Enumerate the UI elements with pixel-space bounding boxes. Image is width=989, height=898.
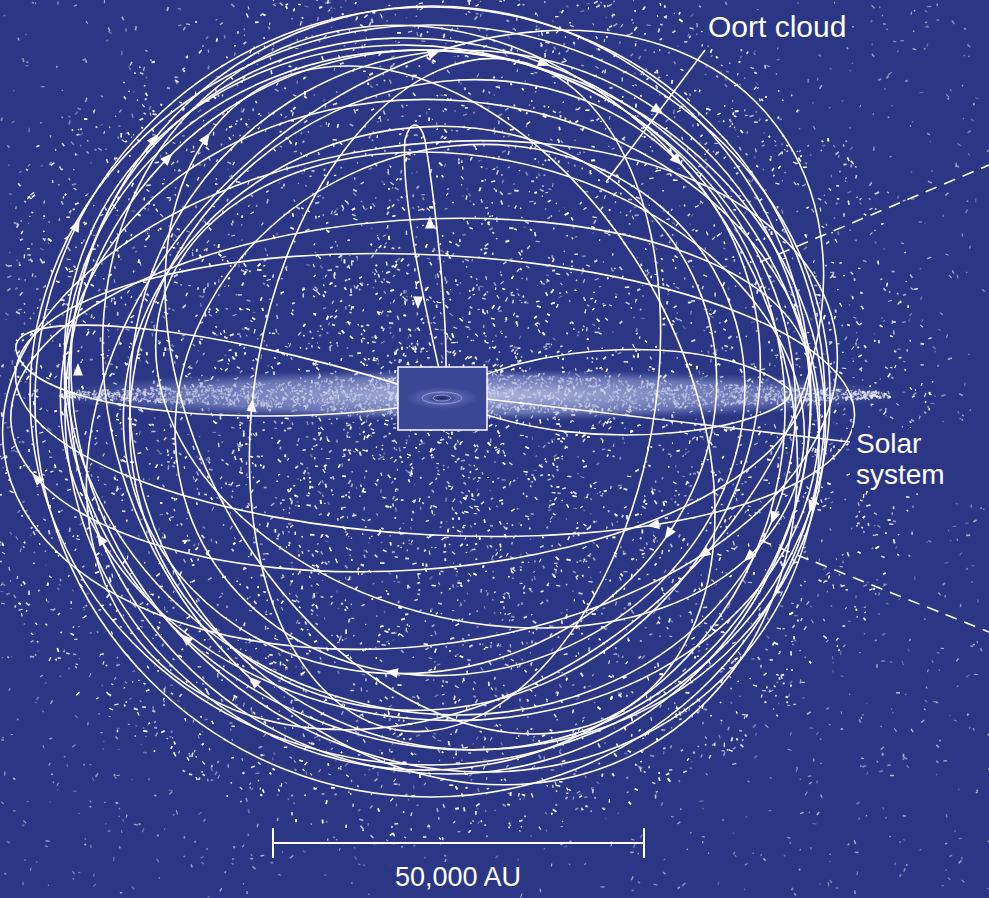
region-label: Oort cloud (704, 10, 850, 44)
zoom-dashed-line (760, 540, 989, 632)
comet-orbit (0, 0, 933, 898)
planet-orbit-ring (422, 392, 462, 404)
orbit-arrowhead (670, 153, 683, 165)
orbit-arrowhead (537, 57, 551, 66)
orbit-arrowhead (147, 134, 159, 147)
planet-orbit-ring (433, 395, 451, 401)
leader-line (487, 399, 850, 442)
comet-orbit (0, 0, 969, 898)
orbit-arrowhead (246, 399, 256, 412)
orbit-arrowhead (180, 634, 193, 646)
orbit-arrowhead (199, 133, 210, 146)
comet-orbit (404, 125, 446, 395)
scale-bar-tick (643, 828, 645, 858)
comet-orbit (87, 52, 832, 768)
orbit-arrowhead (425, 216, 435, 229)
orbit-arrowhead (771, 510, 780, 524)
comet-orbit (0, 0, 925, 856)
orbit-arrowhead (385, 668, 398, 678)
comet-orbit (8, 233, 862, 557)
orbit-arrowhead (249, 677, 262, 689)
comet-orbit (102, 82, 859, 697)
comet-orbits (0, 0, 969, 898)
solar-system-box (398, 367, 487, 430)
comet-orbit (0, 0, 962, 873)
comet-orbit (0, 0, 890, 840)
comet-orbit (16, 325, 445, 416)
orbit-arrowhead (665, 526, 676, 539)
orbit-arrowhead (413, 296, 423, 309)
scale-label: 50,000 AU (391, 862, 525, 892)
comet-orbit (35, 7, 825, 797)
orbit-arrowheads (32, 50, 818, 689)
orbit-arrowhead (698, 546, 711, 557)
region-label: Solar system (852, 428, 986, 491)
comet-orbit (199, 25, 711, 764)
comet-orbit (0, 0, 926, 898)
comet-orbit (74, 0, 865, 804)
orbit-arrowhead (427, 50, 441, 59)
orbit-arrowhead (32, 473, 44, 486)
orbit-arrowhead (70, 219, 80, 233)
zoom-dashed-line (760, 165, 989, 262)
orbit-arrowhead (744, 549, 757, 561)
comet-orbit (0, 193, 821, 598)
solar-system-disk (406, 387, 478, 409)
orbit-arrowhead (73, 363, 83, 376)
scale-bar-tick (272, 828, 274, 858)
leader-line (606, 50, 705, 182)
orbit-arrowhead (809, 499, 818, 513)
comet-orbit (442, 349, 790, 435)
orbit-arrowhead (97, 533, 108, 546)
comet-orbit (0, 0, 897, 858)
orbit-arrowhead (160, 153, 172, 166)
scale-bar (272, 842, 645, 844)
orbit-arrowhead (647, 519, 660, 529)
